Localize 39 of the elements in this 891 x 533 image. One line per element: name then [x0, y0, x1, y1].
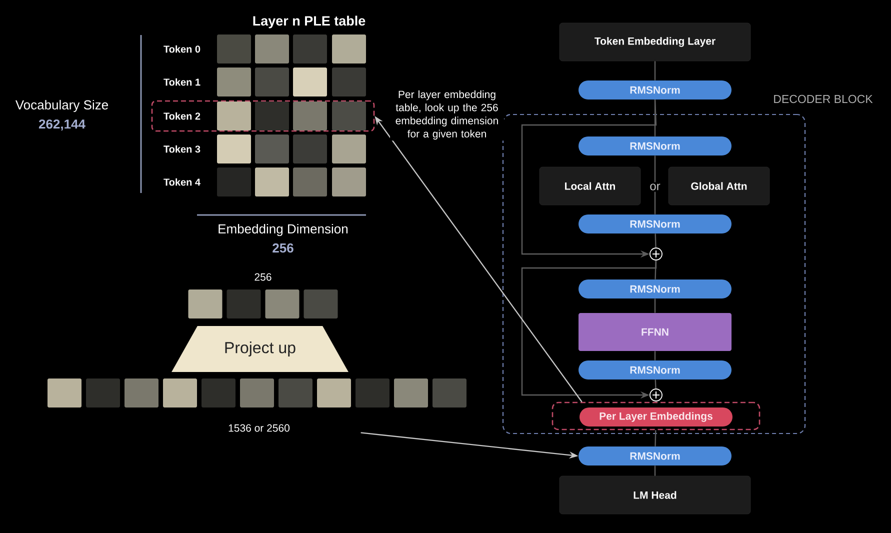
axis-value: 262,144	[38, 119, 86, 131]
row-label: Token 1	[164, 78, 200, 86]
annotation-text: Per layer embedding table, look up the 256 embedding dimension for a given token	[390, 89, 504, 141]
axis-label: Embedding Dimension	[218, 224, 348, 236]
size-label: 1536 or 2560	[228, 424, 290, 432]
node-label: DECODER BLOCK	[774, 94, 873, 104]
connector-line	[654, 466, 656, 476]
size-label: 256	[254, 273, 272, 281]
norm-pill: RMSNorm	[578, 80, 732, 100]
axis-value: 256	[272, 243, 294, 253]
connector-line	[654, 234, 656, 248]
vector-drawing	[188, 290, 338, 318]
connector-line	[654, 156, 656, 214]
vector-drawing	[48, 378, 466, 408]
connector-line	[654, 61, 656, 80]
row-label: Token 4	[164, 178, 200, 186]
norm-pill: RMSNorm	[578, 446, 732, 466]
layer-box: LM Head	[559, 476, 751, 514]
connector-line	[654, 298, 656, 313]
norm-pill: RMSNorm	[578, 214, 732, 234]
projection-trapezoid: Project up	[172, 326, 348, 372]
edge-label: or	[648, 182, 662, 192]
row-label: Token 3	[164, 145, 200, 153]
axis-label: Vocabulary Size	[15, 100, 108, 112]
norm-pill: RMSNorm	[578, 136, 732, 156]
connector-line	[654, 380, 656, 389]
row-label: Token 0	[164, 45, 200, 53]
layer-box: Token Embedding Layer	[559, 22, 751, 62]
connector-line	[654, 430, 656, 446]
norm-pill: RMSNorm	[578, 360, 732, 380]
layer-box: Global Attn	[668, 166, 770, 206]
norm-pill: RMSNorm	[578, 280, 732, 298]
table-title: Layer n PLE table	[253, 16, 366, 28]
layer-box: Local Attn	[539, 166, 641, 206]
highlighted-row: Token 2	[151, 100, 375, 132]
ffnn-box: FFNN	[578, 313, 732, 351]
connector-line	[654, 260, 656, 280]
connector-line	[654, 351, 656, 360]
embedding-highlight: Per Layer Embeddings	[552, 402, 760, 430]
